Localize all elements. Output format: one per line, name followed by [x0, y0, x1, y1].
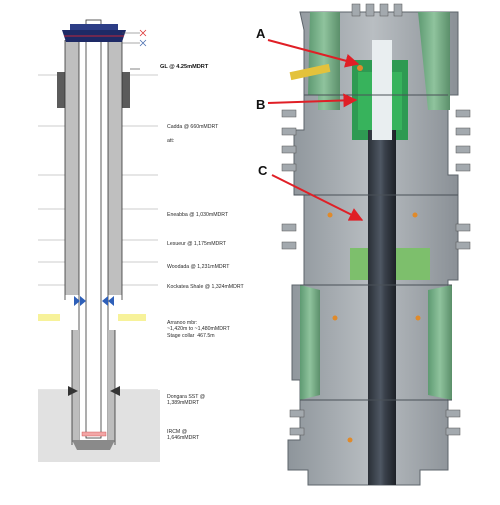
label-lesueur: Lesueur @ 1,175mMDRT [167, 241, 227, 247]
surface-casing-cement-right [108, 40, 122, 295]
label-gl: GL @ 4.25mMDRT [160, 64, 209, 70]
arranoo-reservoir-band [38, 314, 60, 321]
surface-casing-cement-left [65, 40, 79, 295]
wellhead-cutaway [267, 3, 471, 486]
conductor-right [122, 72, 130, 108]
callout-letter-a: A [256, 26, 266, 41]
wellhead-valves [122, 29, 147, 47]
callout-arrow-a [267, 39, 360, 68]
label-note: att: [167, 138, 175, 144]
label-woodada: Woodada @ 1,231mMDRT [167, 264, 230, 270]
conductor-left [57, 72, 65, 108]
well-schematic [38, 19, 160, 462]
central-bore [368, 130, 396, 485]
flange-studs [281, 3, 471, 436]
label-kockatea: Kockatea Shale @ 1,324mMDRT [167, 284, 244, 290]
casing-shoe [72, 440, 115, 450]
side-port [289, 63, 331, 81]
callout-arrow-c [271, 174, 364, 221]
callout-arrow-b [267, 93, 358, 108]
tubing-string [85, 19, 102, 439]
label-irm: IRCM @ 1,646mMDRT [167, 429, 200, 442]
callout-letter-b: B [256, 97, 266, 112]
label-dongara: Dongara SST @ 1,389mMDRT [167, 394, 206, 407]
label-eneabba: Eneabba @ 1,030mMDRT [167, 212, 229, 218]
green-flange-lower [300, 285, 320, 400]
label-cadda: Cadda @ 660mMDRT [167, 124, 219, 130]
label-arranoo: Arranoo mbr: ~1,420m to ~1,480mMDRT Stag… [167, 320, 230, 339]
callout-letter-c: C [258, 163, 268, 178]
green-flange-upper [308, 12, 340, 110]
